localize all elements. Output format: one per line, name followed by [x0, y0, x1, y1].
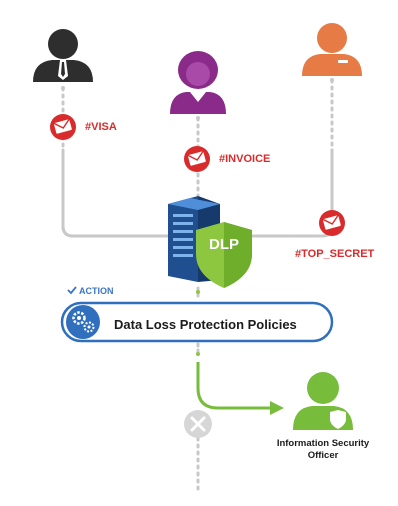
check-icon — [67, 286, 77, 295]
dlp-label: DLP — [209, 236, 239, 253]
officer-icon — [293, 372, 353, 430]
connector-user1-solid — [61, 148, 170, 238]
user-tie-icon — [33, 29, 93, 90]
user-woman-icon — [170, 51, 226, 120]
flow-arrow — [196, 362, 284, 415]
tag-top-secret: #TOP_SECRET — [295, 248, 375, 260]
shield-icon — [196, 222, 252, 288]
user-orange-icon — [302, 23, 362, 82]
tag-invoice: #INVOICE — [219, 153, 271, 165]
envelope-icon — [50, 114, 76, 140]
envelope-icon — [319, 210, 345, 236]
blocked-x-icon — [184, 410, 212, 438]
envelope-icon — [184, 146, 210, 172]
officer-label: Information Security Officer — [276, 438, 370, 461]
policy-label: Data Loss Protection Policies — [114, 317, 297, 332]
gears-icon — [72, 311, 95, 333]
tag-visa: #VISA — [85, 121, 117, 133]
action-label: ACTION — [79, 286, 114, 296]
connector-user1 — [61, 86, 170, 238]
